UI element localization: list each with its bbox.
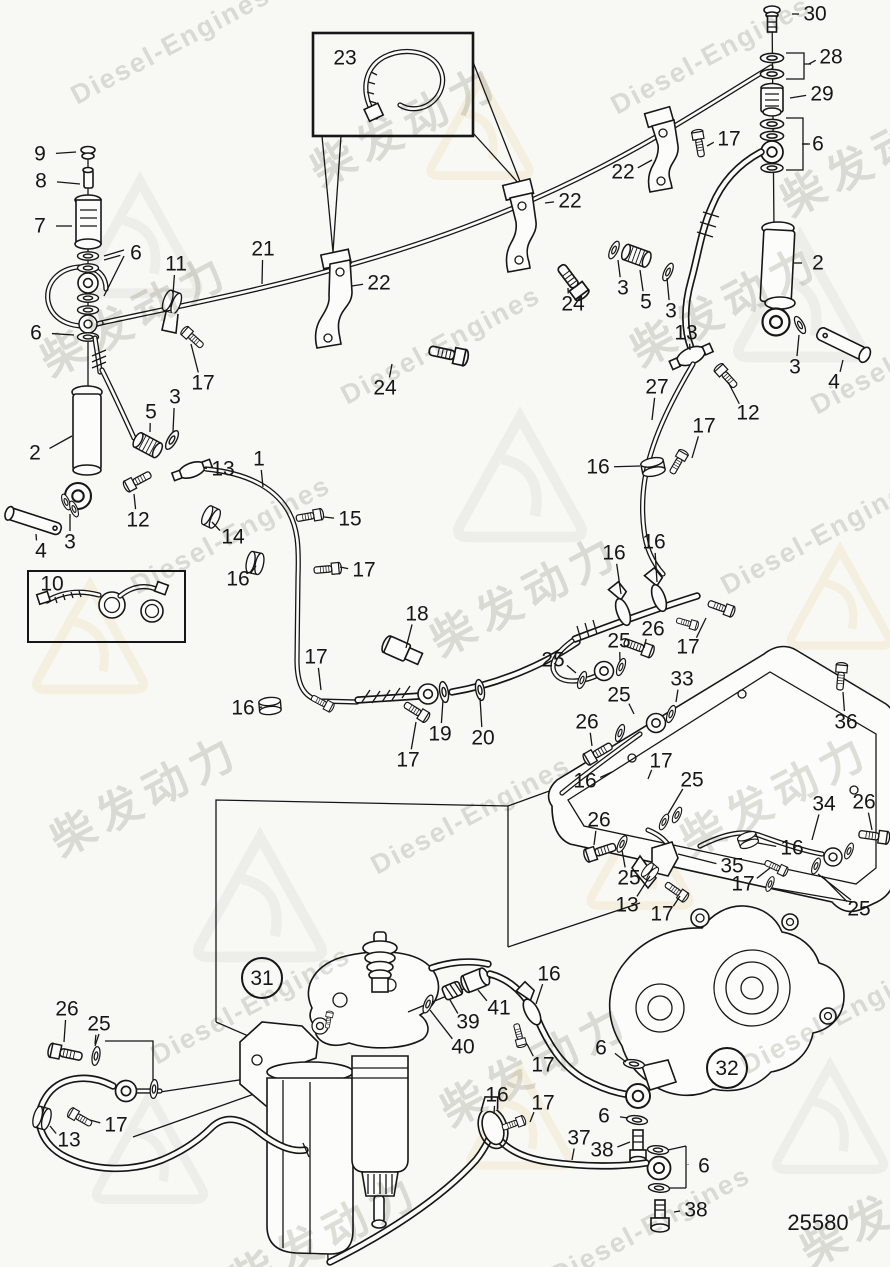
screw-17 (690, 128, 708, 159)
screw-17 (705, 597, 737, 619)
banjo-bolt-38 (650, 1199, 670, 1233)
cylinder-2-right (759, 221, 872, 364)
screw-17 (510, 1022, 528, 1049)
clamp-16 (243, 549, 267, 577)
clamp-16 (643, 566, 668, 613)
clamp-16 (515, 980, 542, 1026)
pin-4 (4, 505, 63, 536)
screw-17 (312, 561, 343, 577)
fuel-feed-pump-32 (608, 905, 845, 1097)
bolt-24 (553, 260, 592, 304)
screw-17 (500, 1114, 528, 1134)
cable-tie-head (363, 102, 385, 123)
clamp-16 (607, 580, 632, 627)
clamp-13 (668, 342, 715, 371)
pipe-1-assembly (198, 466, 581, 725)
screw-17 (178, 324, 207, 351)
screw-17 (666, 447, 690, 477)
elbow-bracket-35-group (581, 805, 691, 904)
screw-12 (121, 467, 154, 494)
connector-stack-left (74, 145, 125, 390)
callout-leader-lines (35, 13, 873, 1213)
connector-stack-right (759, 5, 811, 231)
cylinder-2-left (4, 335, 107, 536)
shield-panel-33 (547, 645, 890, 913)
fitting-7 (75, 199, 102, 245)
fuel-pipe-21 (45, 64, 774, 329)
hose-pipe-27-group (639, 148, 765, 577)
screw-17 (309, 692, 336, 714)
plug-18 (381, 635, 424, 666)
washer-19 (437, 680, 451, 704)
clamp-16 (639, 455, 667, 479)
nut-41 (460, 967, 491, 994)
fuel-filter-assembly-31 (239, 931, 636, 1255)
pump-housing (608, 905, 845, 1097)
cylinder-2 (72, 393, 102, 471)
banjo-tube-lower (559, 703, 679, 796)
banjo-screw-26 (621, 635, 657, 660)
screw-17 (65, 1106, 95, 1130)
screw-17 (674, 615, 700, 632)
banjo-bolt-30 (763, 5, 781, 33)
pipe-brackets-22 (159, 105, 708, 368)
banjo-screw-26 (46, 1041, 85, 1065)
nipple-5 (130, 430, 166, 460)
tee-group-left (99, 367, 214, 494)
cylinder-2 (759, 228, 796, 304)
clamp-13 (30, 1104, 54, 1132)
pin-4 (816, 327, 872, 364)
clamp-16 (477, 1096, 509, 1150)
hand-primer (362, 940, 398, 993)
inset-box-23 (311, 31, 522, 253)
return-hose-group (30, 1033, 310, 1173)
screw-15 (294, 507, 325, 525)
clamp-16 (257, 695, 283, 717)
screw-12 (712, 361, 741, 391)
fitting-39 (441, 980, 464, 1001)
drawing-number: 25580 (787, 1210, 849, 1235)
pump-banjo-groups (622, 1057, 687, 1233)
hose-37-group (326, 1096, 650, 1266)
banjo-bolt-38 (629, 1129, 647, 1165)
inset-box-10 (27, 570, 186, 643)
mid-tube-group (571, 566, 737, 643)
clamp-14 (198, 503, 224, 531)
bolt-24 (426, 341, 471, 368)
water-bowl (351, 1055, 409, 1173)
nipple-5 (619, 242, 654, 270)
banjo-tube-upper (550, 635, 657, 691)
